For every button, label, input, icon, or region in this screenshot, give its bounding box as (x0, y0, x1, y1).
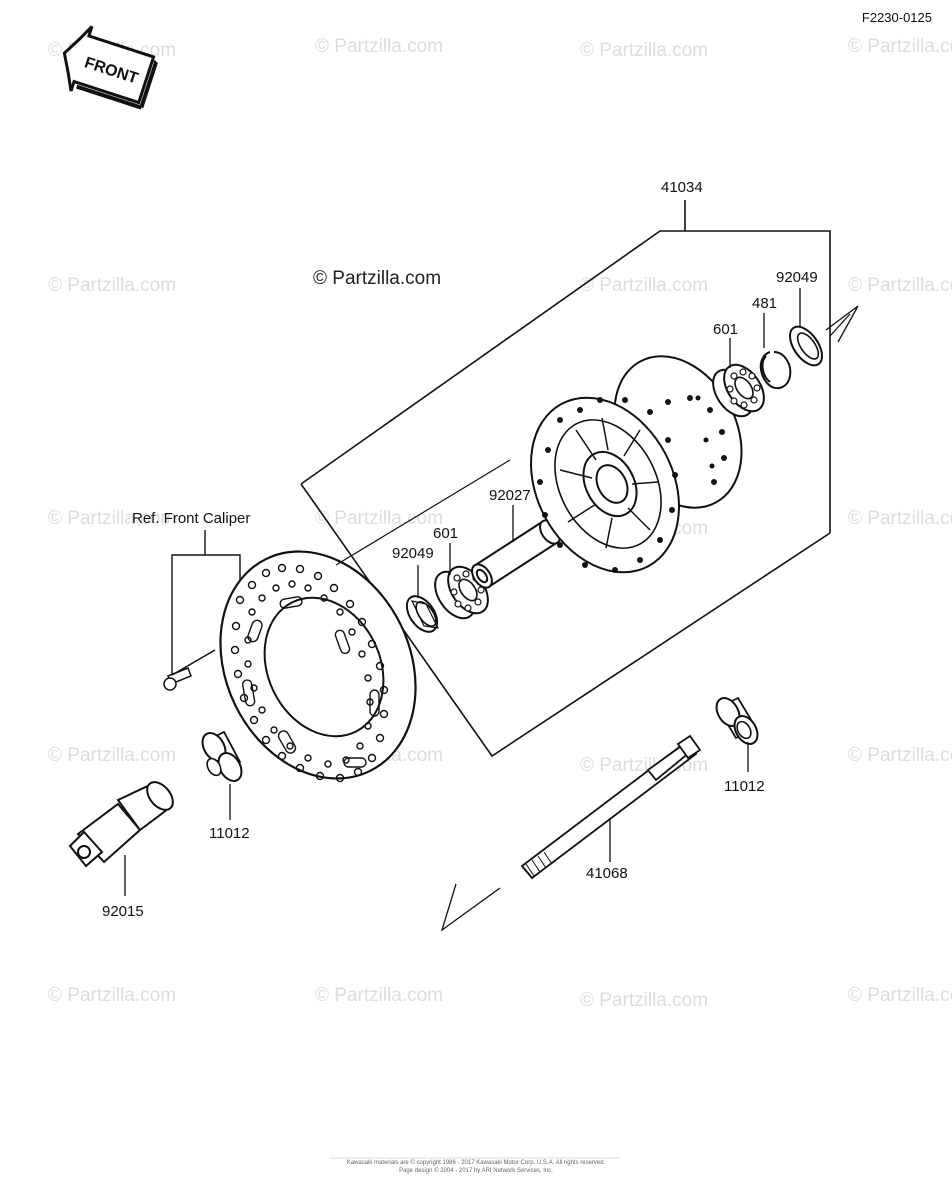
callout-11012-right: 11012 (724, 778, 765, 795)
ref-front-caliper: Ref. Front Caliper (132, 510, 251, 527)
seal-left (405, 595, 440, 633)
watermark: © Partzilla.com (580, 40, 709, 61)
front-arrow-icon: FRONT (62, 25, 159, 110)
bearing-left (434, 565, 489, 620)
seal-right (789, 325, 823, 367)
direction-arrow-icon (440, 883, 501, 932)
bearing-right (712, 363, 765, 418)
watermark: © Partzilla.com (315, 36, 444, 57)
callout-601-left: 601 (433, 525, 459, 542)
watermark: © Partzilla.com (48, 985, 177, 1006)
callout-92049-right: 92049 (776, 269, 818, 286)
watermark: © Partzilla.com (48, 275, 177, 296)
wheel-hub (530, 355, 743, 574)
callout-92015: 92015 (102, 903, 144, 920)
watermark: © Partzilla.com (848, 985, 952, 1006)
partzilla-copyright: © Partzilla.com (313, 268, 442, 289)
watermark: © Partzilla.com (315, 508, 444, 529)
circlip (759, 351, 792, 390)
axle (520, 734, 702, 880)
watermark: © Partzilla.com (848, 275, 952, 296)
footer-page-design: Page design © 2004 - 2017 by ARI Network… (399, 1168, 553, 1174)
callout-41068: 41068 (586, 865, 628, 882)
watermark: © Partzilla.com (848, 508, 952, 529)
callout-601-right: 601 (713, 321, 739, 338)
caliper-ref-bracket (171, 530, 241, 675)
watermark: © Partzilla.com (48, 508, 177, 529)
hub-spacer (471, 519, 561, 589)
callout-41034: 41034 (661, 179, 703, 196)
collar-right (715, 696, 759, 745)
collar-left (201, 730, 243, 782)
watermark: © Partzilla.com (580, 275, 709, 296)
footer-copyright: Kawasaki materials are © copyright 1986 … (346, 1160, 606, 1166)
callout-481: 481 (752, 295, 778, 312)
watermark: © Partzilla.com (848, 36, 952, 57)
brake-disc (219, 550, 417, 783)
hub-assembly-bracket (300, 200, 831, 758)
callout-92027: 92027 (489, 487, 531, 504)
watermark: © Partzilla.com (48, 745, 177, 766)
direction-arrow-icon (825, 305, 859, 343)
disc-bolt (163, 649, 216, 691)
watermark: © Partzilla.com (580, 990, 709, 1011)
callout-11012-left: 11012 (209, 825, 250, 842)
callout-92049-left: 92049 (392, 545, 434, 562)
axle-nut (68, 781, 174, 868)
watermark: © Partzilla.com (848, 745, 952, 766)
diagram-code: F2230-0125 (861, 10, 932, 25)
watermark: © Partzilla.com (315, 985, 444, 1006)
